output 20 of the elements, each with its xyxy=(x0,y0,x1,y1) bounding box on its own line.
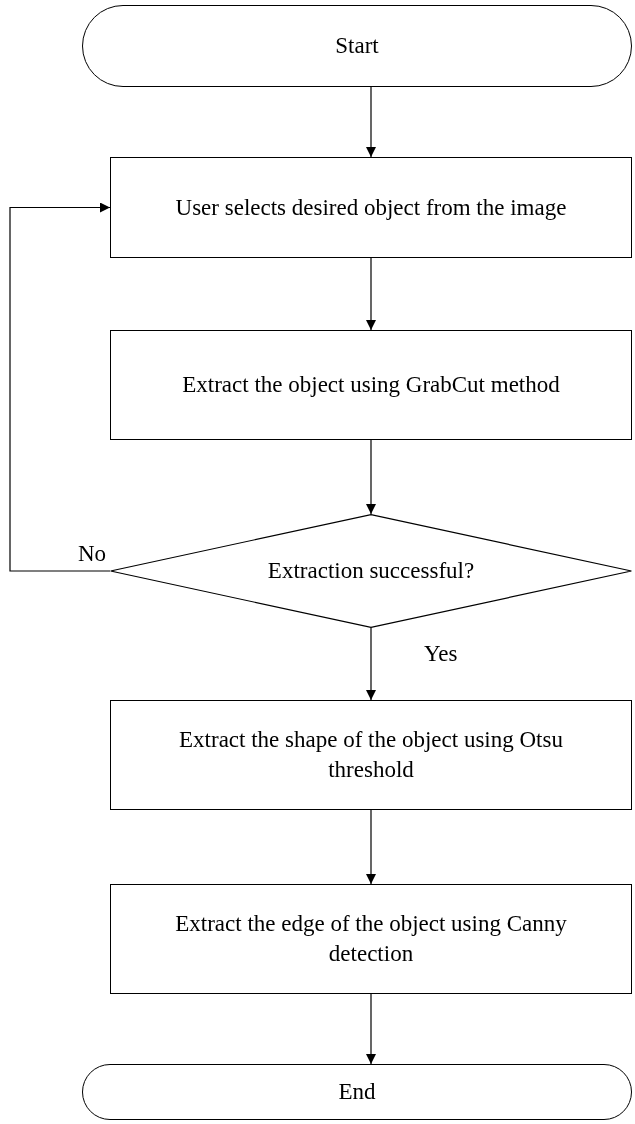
node-text: Extract the edge of the object using Canny detection xyxy=(174,910,568,968)
process-box xyxy=(110,884,632,994)
process-box xyxy=(110,700,632,810)
node-text: End xyxy=(337,1078,377,1106)
arrow xyxy=(9,202,111,572)
terminal-shape xyxy=(82,1064,632,1120)
node-text: Start xyxy=(334,32,380,60)
node-text: Extraction successful? xyxy=(266,557,476,585)
arrow xyxy=(366,809,376,885)
arrow xyxy=(366,993,376,1065)
node-text: Extract the object using GrabCut method xyxy=(181,371,561,399)
node-text: User selects desired object from the image xyxy=(174,193,568,222)
decision-diamond xyxy=(110,514,632,628)
arrow xyxy=(366,439,376,515)
process-box xyxy=(110,157,632,258)
arrow xyxy=(366,86,376,158)
process-box xyxy=(110,330,632,440)
arrow xyxy=(366,627,376,701)
arrow xyxy=(366,257,376,331)
node-text: Extract the shape of the object using Otsu threshold xyxy=(178,726,564,784)
